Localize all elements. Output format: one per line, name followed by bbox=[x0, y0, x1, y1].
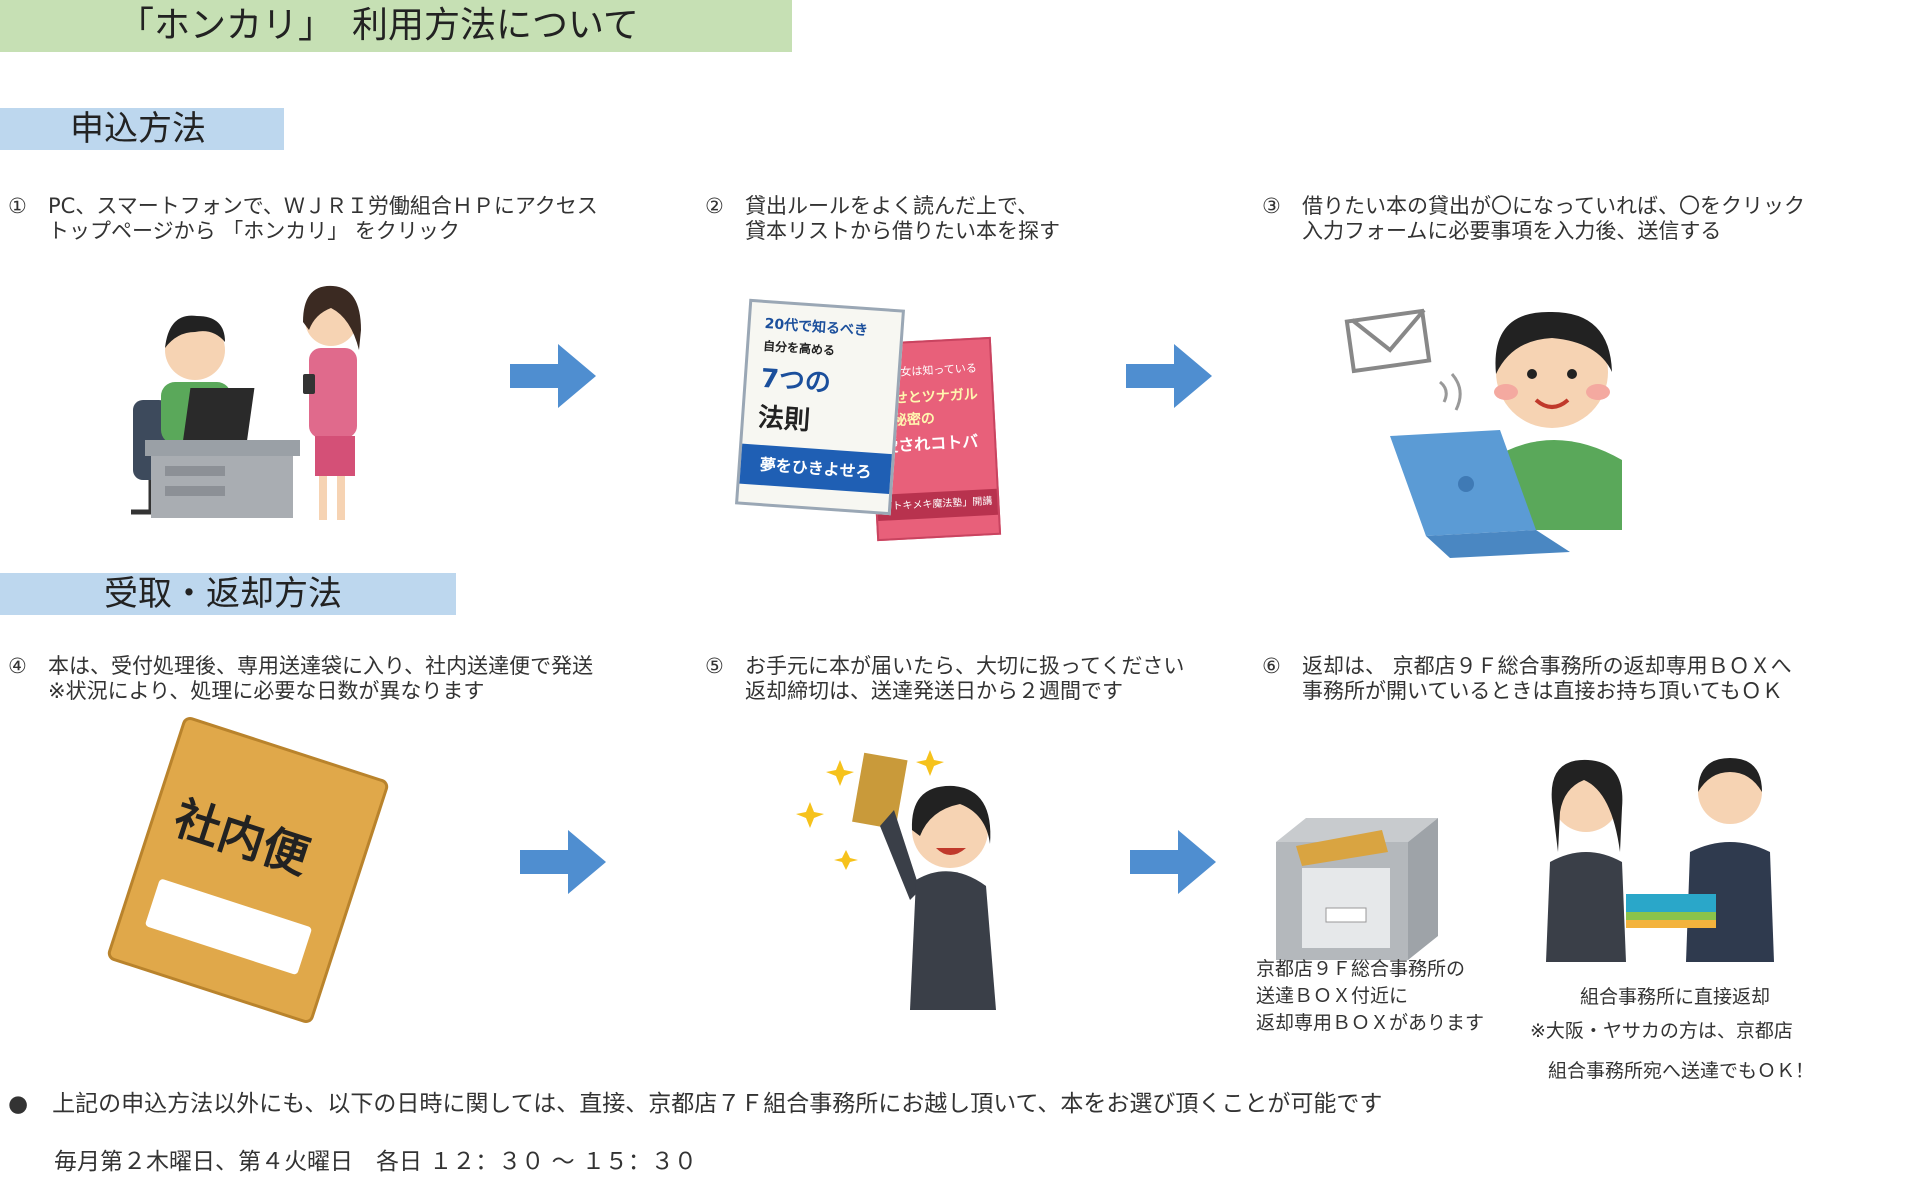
section-header-apply bbox=[0, 108, 284, 150]
arrow-right-icon bbox=[1130, 830, 1216, 894]
section-label-apply: 申込方法 bbox=[70, 109, 206, 149]
handover-caption-2: ※大阪・ヤサカの方は、京都店 bbox=[1530, 1020, 1793, 1042]
address-label bbox=[144, 878, 313, 976]
section-header-receive-return bbox=[0, 573, 456, 615]
handover-caption-1: 組合事務所に直接返却 bbox=[1580, 986, 1771, 1008]
books-illustration: 賢い女は知っている 幸せとツナガル 秘密の 愛されコトバ 「トキメキ魔法塾」開講… bbox=[735, 298, 1020, 550]
handover-caption-3: 組合事務所宛へ送達でもＯＫ！ bbox=[1548, 1060, 1815, 1082]
pc-smartphone-illustration bbox=[125, 270, 385, 530]
arrow-right-icon bbox=[520, 830, 606, 894]
bullet-note: ●上記の申込方法以外にも、以下の日時に関しては、直接、京都店７Ｆ組合事務所にお越… bbox=[8, 1091, 1383, 1117]
return-box-illustration bbox=[1262, 812, 1442, 962]
return-box-caption: 京都店９Ｆ総合事務所の 送達ＢＯＸ付近に 返却専用ＢＯＸがあります bbox=[1256, 958, 1485, 1034]
section-label-receive-return: 受取・返却方法 bbox=[104, 574, 342, 614]
handover-illustration bbox=[1530, 752, 1790, 962]
woman-received-illustration bbox=[790, 740, 1030, 1010]
page-title: 「ホンカリ」 利用方法について bbox=[118, 5, 639, 46]
internal-mail-envelope-icon: 社内便 bbox=[105, 714, 391, 1026]
arrow-right-icon bbox=[510, 344, 596, 408]
mail-icon bbox=[1344, 308, 1432, 374]
arrow-right-icon bbox=[1126, 344, 1212, 408]
title-banner bbox=[0, 0, 792, 52]
laptop-icon bbox=[1390, 430, 1570, 558]
book-cover-blue: 20代で知るべき 自分を高める 7つの 法則 夢をひきよせろ bbox=[735, 298, 905, 516]
bullet-icon: ● bbox=[8, 1091, 29, 1117]
laptop-mail-illustration bbox=[1340, 290, 1640, 560]
schedule-note: 毎月第２木曜日、第４火曜日 各日 １２：３０ ～ １５：３０ bbox=[54, 1149, 697, 1175]
